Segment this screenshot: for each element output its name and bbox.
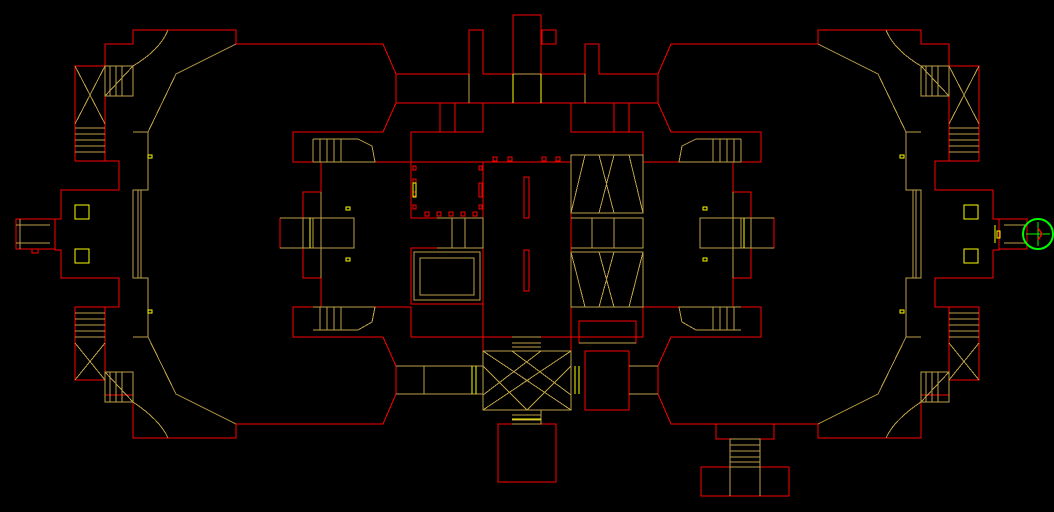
player-arrow-icon — [1022, 218, 1054, 250]
west-stair-top — [74, 65, 106, 162]
south-side-room — [584, 350, 630, 411]
north-alcove — [541, 29, 557, 45]
central-hall-wall — [320, 102, 734, 352]
southeast-exit-room — [700, 466, 790, 497]
yellow-square-icon — [74, 204, 90, 220]
east-stair-bottom — [948, 306, 980, 381]
east-stair-top — [948, 65, 980, 162]
east-inner-line — [905, 131, 922, 338]
east-curve-top — [885, 29, 922, 67]
south-ledge — [578, 320, 637, 344]
interior-steps — [16, 29, 1027, 496]
north-pillar-right — [613, 102, 630, 133]
west-stairs-top-steps — [74, 65, 106, 153]
south-exit-room — [497, 423, 557, 483]
east-lift-bottom — [920, 371, 950, 403]
yellow-square-icon — [963, 248, 979, 264]
south-x-room — [482, 336, 572, 425]
west-curve-top — [132, 29, 169, 67]
east-x-room — [570, 154, 644, 308]
southeast-stair-box — [715, 423, 775, 440]
north-pillar-left — [439, 102, 456, 133]
west-arc-bottom — [147, 336, 237, 425]
yellow-square-icon — [74, 248, 90, 264]
east-arc-bottom — [817, 336, 907, 425]
west-lift-top — [104, 65, 134, 97]
east-hall-stairs — [678, 138, 742, 331]
north-gate-wall — [395, 14, 659, 104]
top-corridor-wall — [54, 29, 397, 439]
yellow-square-icon — [963, 204, 979, 220]
west-arc-top — [147, 43, 237, 133]
west-entry-door — [31, 248, 39, 254]
west-stair-bottom — [74, 306, 106, 381]
west-hall-stairs — [312, 138, 376, 331]
west-room-lower — [410, 247, 484, 305]
west-room — [410, 161, 484, 219]
west-inner-line — [132, 131, 149, 338]
west-entry — [15, 218, 56, 250]
east-arc-top — [817, 43, 907, 133]
east-stairs-top-steps — [948, 65, 980, 153]
item-markers — [74, 154, 979, 314]
east-curve-bottom — [885, 401, 922, 439]
west-stairs-bottom-steps — [74, 312, 106, 381]
west-curve-bottom — [132, 401, 169, 439]
east-stairs-bottom-steps — [948, 312, 980, 381]
doors — [309, 74, 1001, 420]
right-hall-wall — [657, 29, 1000, 439]
